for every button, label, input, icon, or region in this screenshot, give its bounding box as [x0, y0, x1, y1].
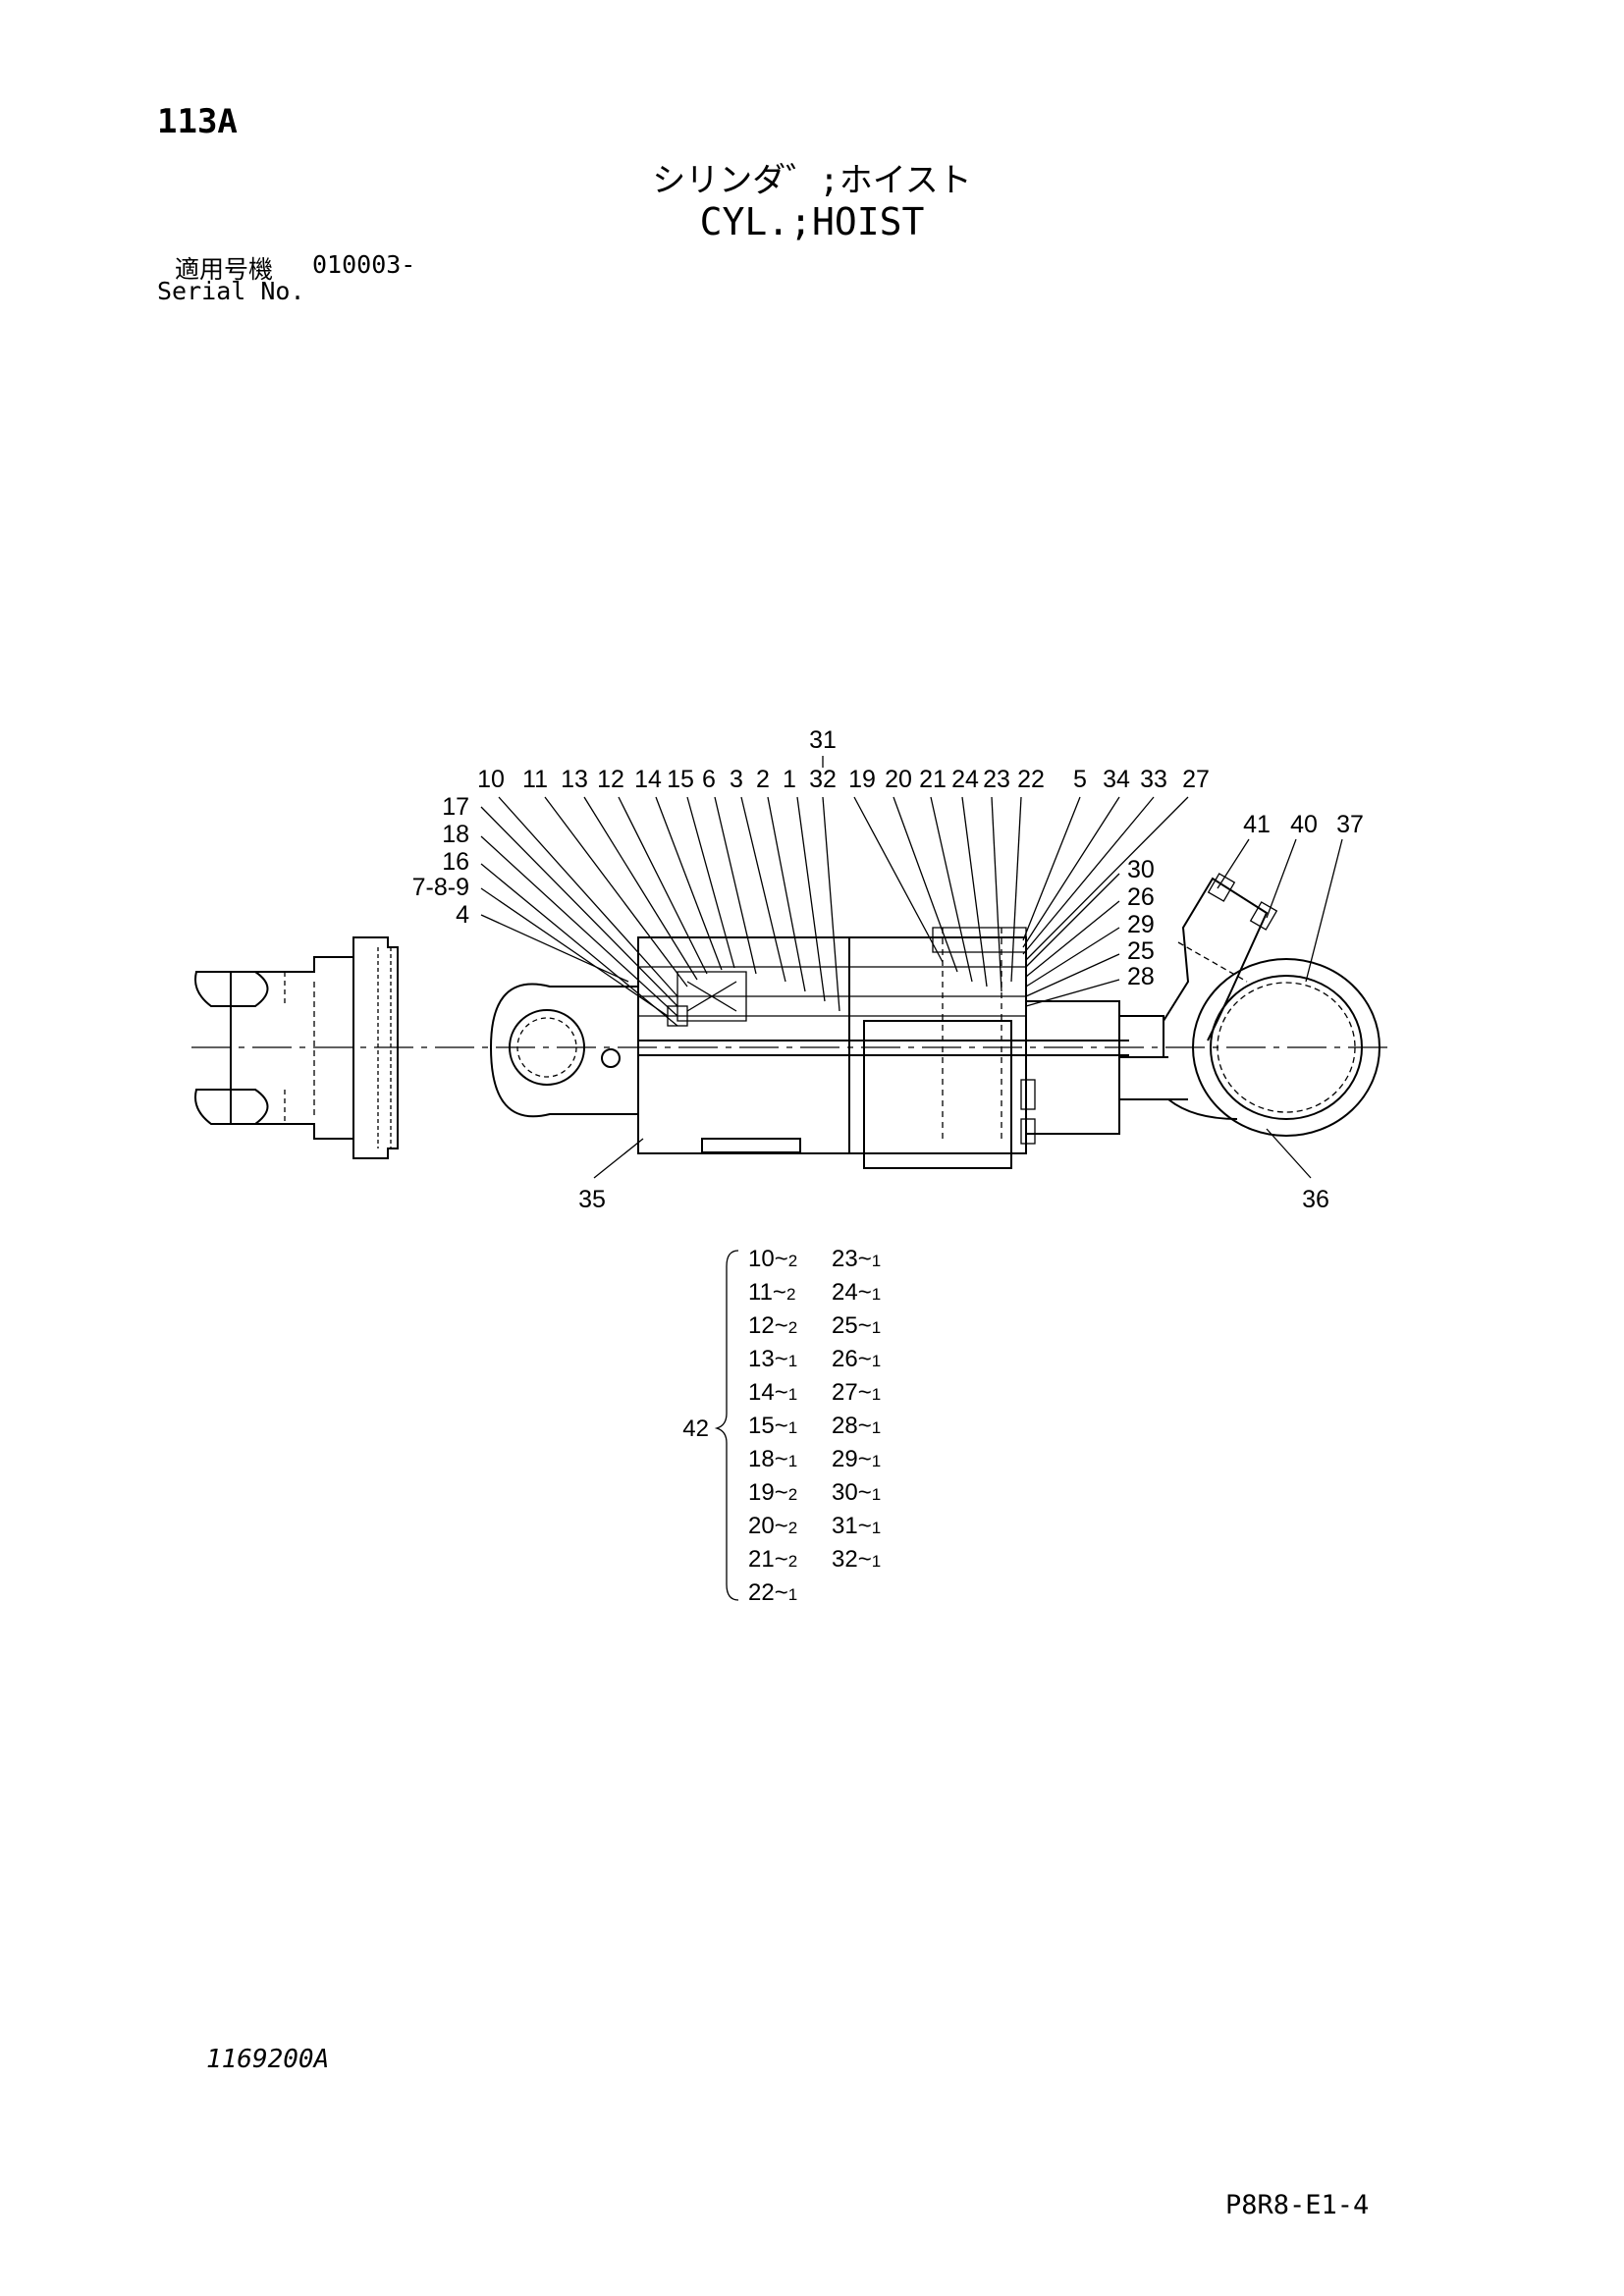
callout: 35 [578, 1186, 606, 1213]
callouts-bottom: 35 36 [578, 1186, 1329, 1213]
callout: 36 [1302, 1186, 1329, 1213]
callout: 28 [1127, 963, 1155, 990]
page-code: 113A [157, 102, 238, 141]
callout: 6 [702, 766, 716, 793]
callout: 20 [885, 766, 912, 793]
callout: 10 [477, 766, 505, 793]
callouts-right-top: 41 40 37 [1243, 811, 1364, 838]
callout: 2 [756, 766, 770, 793]
callout: 25 [1127, 937, 1155, 965]
callout: 27 [1182, 766, 1210, 793]
title-english: CYL.;HOIST [699, 200, 925, 243]
callout: 24 [951, 766, 979, 793]
kit-item: 29~1 [832, 1446, 881, 1472]
flange-plate [352, 936, 399, 1159]
callout: 16 [442, 848, 469, 876]
callout: 1 [783, 766, 796, 793]
document-code: P8R8-E1-4 [1225, 2190, 1370, 2220]
callout: 33 [1140, 766, 1167, 793]
callout: 22 [1017, 766, 1045, 793]
kit-item: 31~1 [832, 1513, 881, 1539]
callout: 37 [1336, 811, 1364, 838]
kit-item: 27~1 [832, 1379, 881, 1406]
serial-label-english: Serial No. [157, 277, 305, 305]
callout: 5 [1073, 766, 1087, 793]
rod-eye [489, 983, 639, 1118]
kit-brace [714, 1250, 739, 1601]
kit-item: 25~1 [832, 1312, 881, 1339]
serial-label-japanese: 適用号機 [175, 255, 274, 284]
kit-right-column: 23~1 24~1 25~1 26~1 27~1 28~1 29~1 30~1 31~1 32~1 [832, 1246, 881, 1573]
leader-lines [480, 756, 1343, 1179]
callout: 14 [634, 766, 662, 793]
kit-item: 26~1 [832, 1346, 881, 1372]
callouts-top: 31 10 11 13 12 14 15 6 3 2 1 32 19 20 21… [477, 726, 1210, 793]
kit-item: 22~1 [748, 1579, 797, 1606]
callout: 32 [809, 766, 837, 793]
kit-item: 12~2 [748, 1312, 797, 1339]
callout: 12 [597, 766, 624, 793]
callout: 31 [809, 726, 837, 754]
kit-item: 15~1 [748, 1413, 797, 1439]
kit-item: 28~1 [832, 1413, 881, 1439]
serial-value: 010003- [312, 250, 416, 279]
callout: 41 [1243, 811, 1271, 838]
callout: 19 [848, 766, 876, 793]
callout: 13 [561, 766, 588, 793]
kit-item: 20~2 [748, 1513, 797, 1539]
kit-number: 42 [682, 1415, 709, 1442]
callout: 17 [442, 793, 469, 821]
kit-item: 10~2 [748, 1246, 797, 1272]
trunnion-end [1163, 873, 1380, 1137]
callouts-left: 17 18 16 7-8-9 4 [412, 793, 469, 929]
callout: 21 [919, 766, 947, 793]
kit-left-column: 10~2 11~2 12~2 13~1 14~1 15~1 18~1 19~2 20~2 21~2… [748, 1246, 797, 1606]
callout: 18 [442, 821, 469, 848]
callout: 15 [667, 766, 694, 793]
callout: 3 [730, 766, 743, 793]
callout: 4 [456, 901, 469, 929]
callouts-right: 30 26 29 25 28 [1127, 856, 1155, 990]
callout: 7-8-9 [412, 874, 469, 901]
callout: 29 [1127, 911, 1155, 938]
callout: 40 [1290, 811, 1318, 838]
kit-item: 18~1 [748, 1446, 797, 1472]
callout: 26 [1127, 883, 1155, 911]
kit-item: 24~1 [832, 1279, 881, 1306]
kit-item: 32~1 [832, 1546, 881, 1573]
title-japanese: シリンダ゛;ホイスト [652, 161, 972, 200]
kit-item: 30~1 [832, 1479, 881, 1506]
kit-item: 19~2 [748, 1479, 797, 1506]
callout: 11 [522, 766, 548, 793]
kit-parts-list: 42 10~2 11~2 12~2 13~1 14~1 15~1 18~1 19~2 20~2 2… [682, 1246, 881, 1606]
kit-item: 21~2 [748, 1546, 797, 1573]
kit-item: 13~1 [748, 1346, 797, 1372]
callout: 30 [1127, 856, 1155, 883]
callout: 34 [1103, 766, 1130, 793]
callout: 23 [983, 766, 1010, 793]
kit-item: 23~1 [832, 1246, 881, 1272]
piston-rod [1118, 1015, 1188, 1100]
kit-item: 14~1 [748, 1379, 797, 1406]
drawing-number: 1169200A [206, 2045, 330, 2074]
kit-item: 11~2 [748, 1279, 795, 1306]
